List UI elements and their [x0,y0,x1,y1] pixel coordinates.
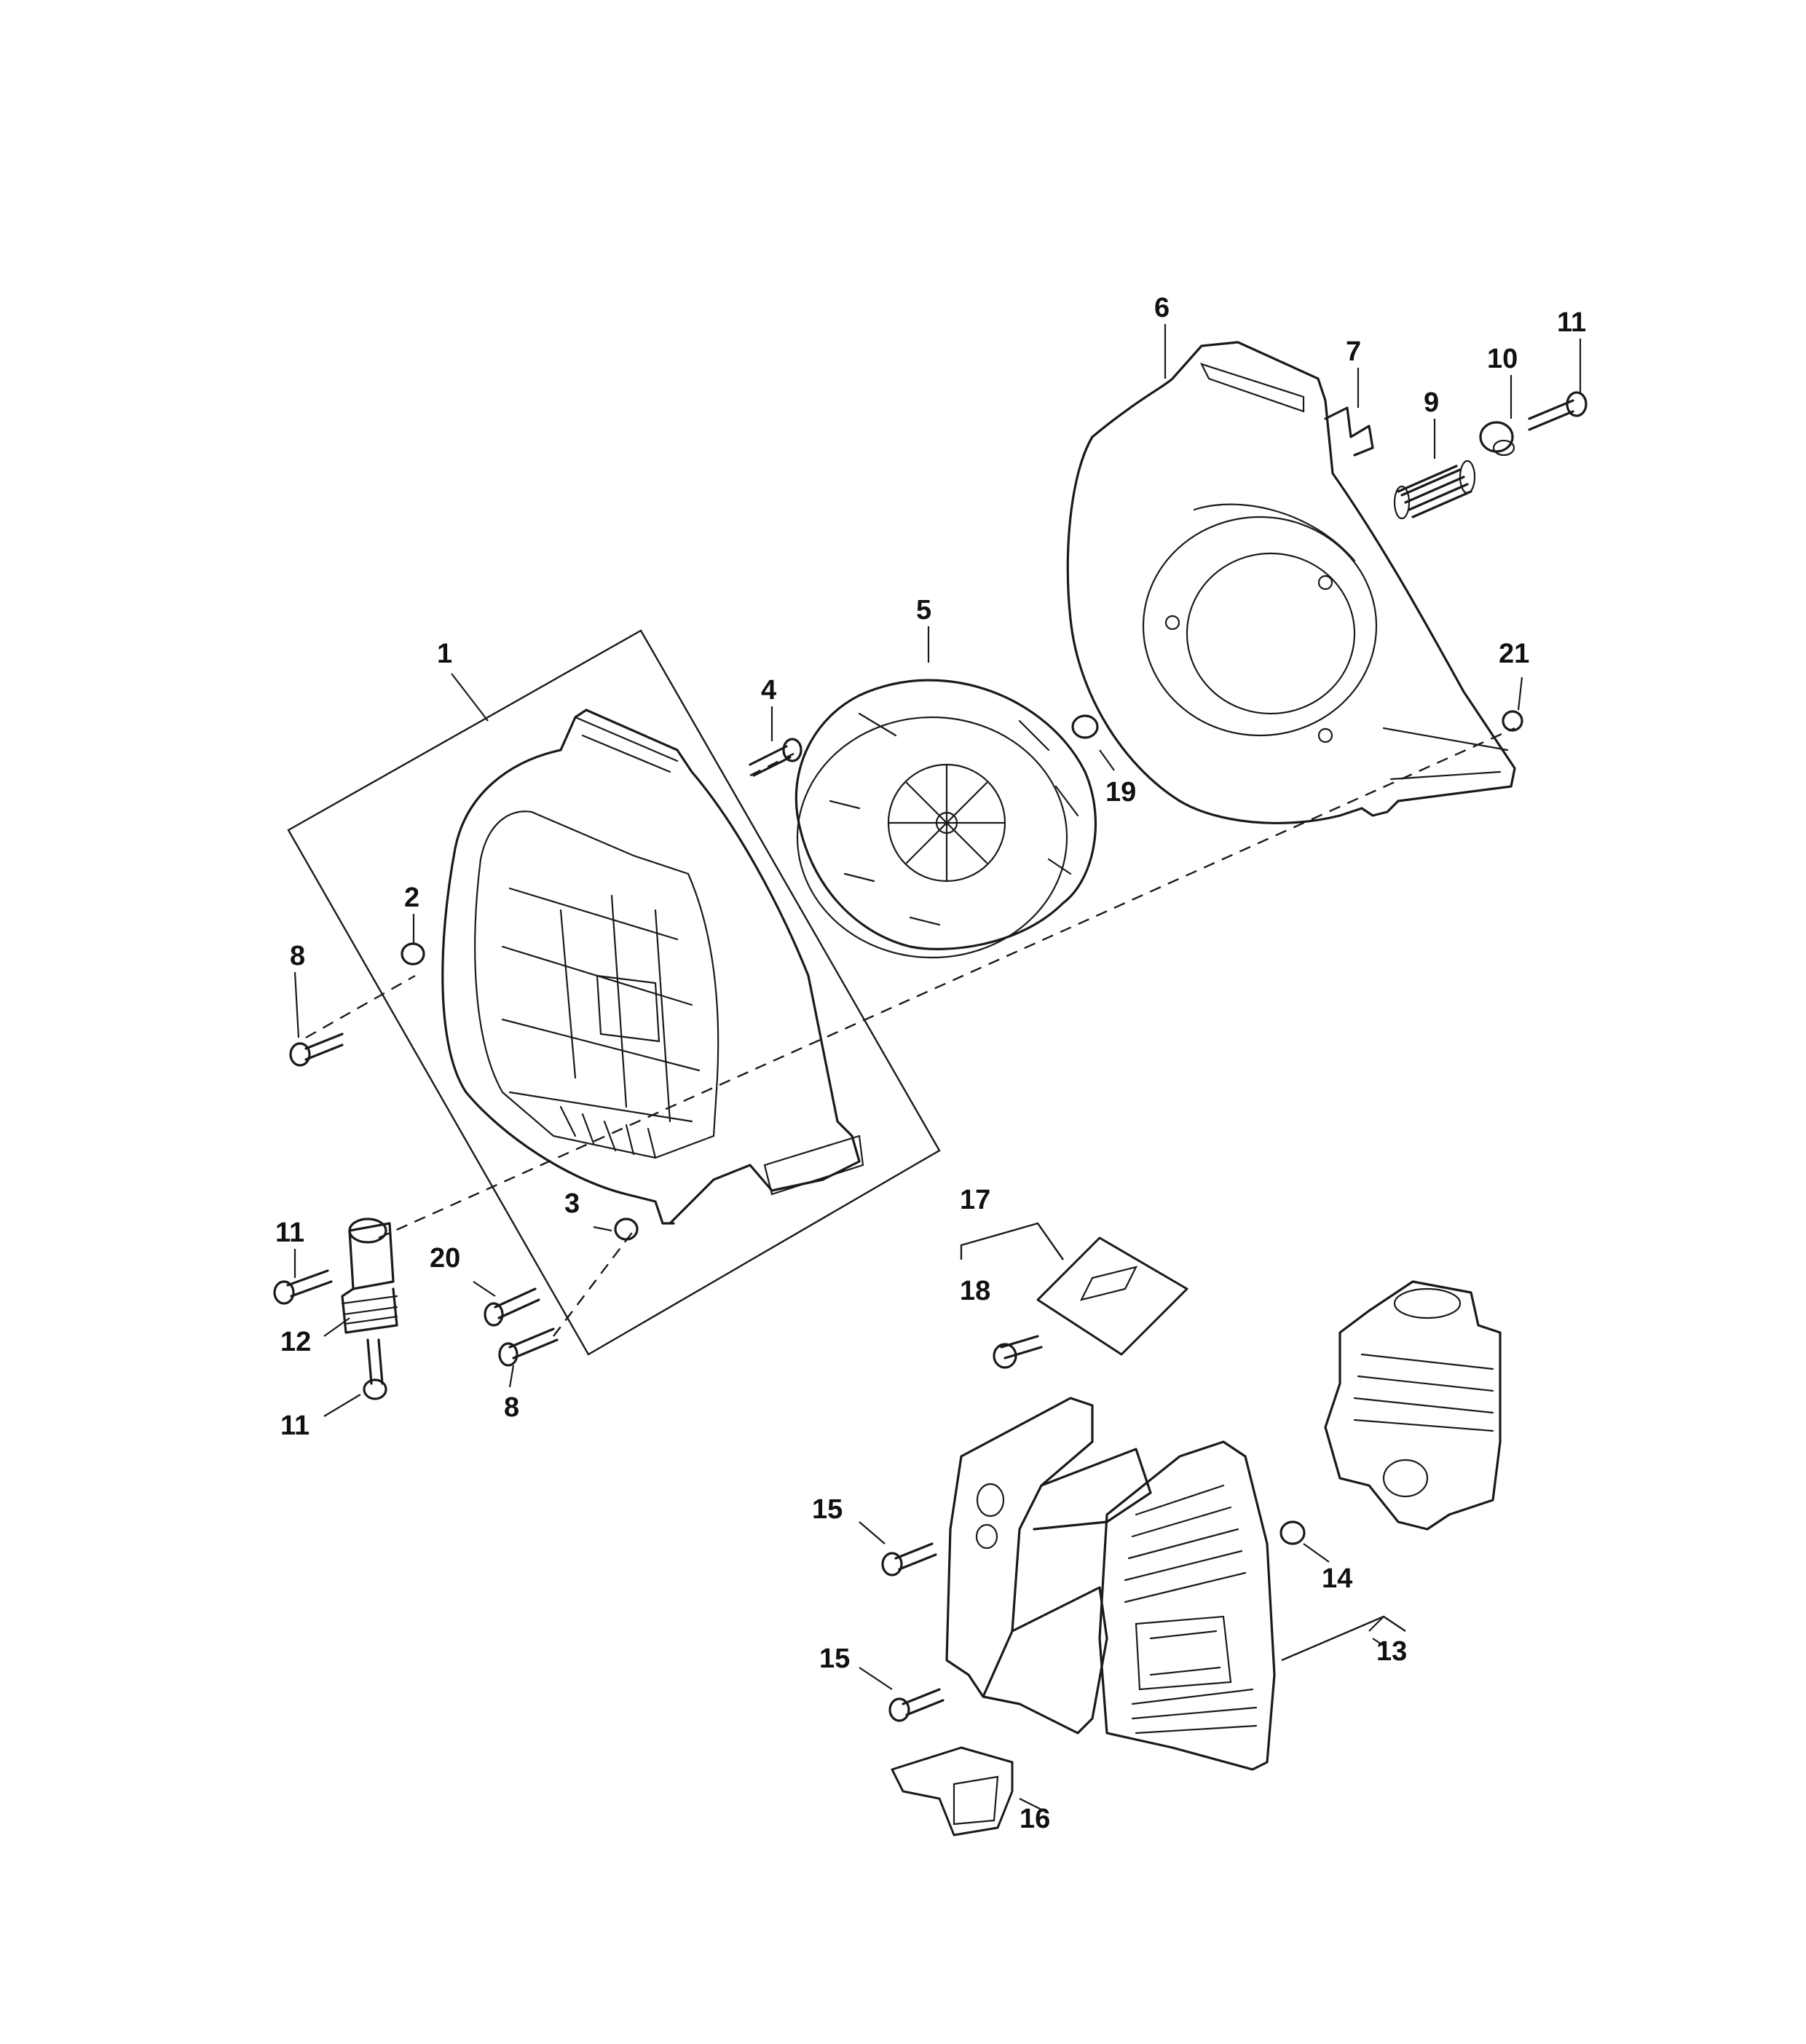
callout-7: 7 [1346,336,1361,367]
callout-21: 21 [1499,639,1529,669]
callout-8-left: 8 [290,941,305,971]
callout-5: 5 [916,595,931,626]
callout-11-top: 11 [1557,307,1586,338]
assembly-line-screw-8 [305,974,416,1039]
fan-housing-posts [559,894,671,1123]
sleeve-part-14 [1279,1520,1306,1545]
fan-housing-outline [441,709,861,1225]
group-bracket-17-18 [960,1222,1064,1260]
callout-17: 17 [960,1185,990,1215]
fan-wheel-disc [796,716,1068,959]
assembly-line-main [378,727,1515,1239]
shroud-grille-lower [1131,1688,1258,1735]
fan-wheel-outline [794,679,1097,950]
fan-cover-handle [1199,363,1305,413]
callout-2: 2 [404,883,419,913]
callout-6: 6 [1154,293,1170,323]
screw-part-15-top [881,1542,937,1577]
fan-housing-handle-inner [581,734,671,773]
callout-15-top: 15 [812,1494,843,1525]
fan-housing-handle-top [574,716,679,762]
callout-10: 10 [1487,344,1518,374]
fan-housing-ribs [501,887,701,1123]
fan-cover-outlet [1382,727,1509,781]
callout-13: 13 [1376,1636,1407,1667]
clip-part-7 [1324,406,1374,457]
callout-16: 16 [1020,1804,1050,1834]
screw-part-15-bottom [888,1688,945,1722]
fan-cover-hole-3 [1317,575,1333,591]
shroud-window-detail [1149,1630,1221,1676]
callout-8-bottom: 8 [504,1392,519,1423]
engine-head [1393,1287,1462,1319]
fan-housing-inner-frame [474,810,719,1159]
fan-cover-ring-outer [1142,516,1378,737]
callout-14: 14 [1322,1563,1352,1594]
callout-15-bottom: 15 [819,1644,850,1674]
shroud-grille-upper [1124,1484,1247,1603]
engine-cylinder-fins [1353,1353,1494,1432]
fan-wheel-blades [829,712,1079,926]
fan-cover-outline [1066,341,1516,824]
fan-housing-vents [559,1105,657,1159]
shroud-left-side [945,1397,1094,1698]
fan-housing-center-block [596,974,661,1043]
damper-part-12 [341,1218,398,1334]
screw-part-11-left [273,1269,333,1305]
plate-part-17 [1036,1236,1188,1356]
fan-cover-ring-inner [1186,552,1356,715]
grommet-part-10 [1479,421,1515,457]
spring-part-9 [1393,459,1476,520]
callout-labels: 1 2 3 4 5 6 7 8 8 9 10 11 11 11 12 13 14… [275,293,1586,1834]
screw-part-8-bottom [498,1327,559,1367]
shroud-window [1135,1615,1232,1691]
shroud-hole-top [976,1483,1005,1518]
sleeve-part-3 [614,1218,639,1241]
callout-4: 4 [761,675,776,706]
fan-cover-arc [1193,503,1356,562]
assembly-line-screw-8b [553,1230,634,1337]
nut-part-21 [1502,710,1523,732]
callout-20: 20 [430,1243,460,1274]
group-box-fan-housing [287,629,941,1356]
assembly-lines [305,727,1515,1337]
shroud-front-panel [1098,1440,1276,1771]
fan-housing [441,709,864,1225]
fan-wheel [794,679,1097,959]
fan-cover-hole-1 [1164,615,1180,631]
screw-part-18 [993,1335,1043,1369]
callout-9: 9 [1424,387,1439,418]
engine-shroud [945,1397,1276,1771]
callout-12: 12 [280,1327,311,1357]
assembly-line-screw-4 [749,752,794,777]
screw-part-4 [749,738,803,777]
fan-wheel-spokes [887,763,1006,883]
screw-part-11-top [1528,391,1588,431]
callout-19: 19 [1105,777,1136,808]
callout-18: 18 [960,1276,990,1306]
callout-1: 1 [437,639,452,669]
engine-outline [1324,1280,1502,1531]
engine-assembly [1324,1280,1502,1531]
fan-cover-hole-2 [1317,727,1333,743]
screw-part-11-bottom [363,1338,387,1400]
engine-crankcase [1382,1459,1429,1498]
fan-housing-outlet [763,1135,864,1196]
guard-part-16 [891,1746,1014,1836]
screw-part-8-left [289,1033,344,1067]
plate-part-17-slot [1079,1266,1138,1301]
callout-11-bottom: 11 [280,1410,309,1441]
shroud-hole-middle [975,1523,998,1550]
callout-3: 3 [564,1188,580,1219]
fan-cover [1066,341,1516,824]
shroud-top-bridge [1033,1448,1152,1531]
screw-part-20 [484,1287,540,1327]
washer-part-19 [1071,714,1099,739]
shroud-lower-left [982,1586,1108,1735]
callout-11-left: 11 [275,1218,304,1248]
sleeve-part-2 [401,942,425,966]
leader-lines [293,324,1582,1814]
